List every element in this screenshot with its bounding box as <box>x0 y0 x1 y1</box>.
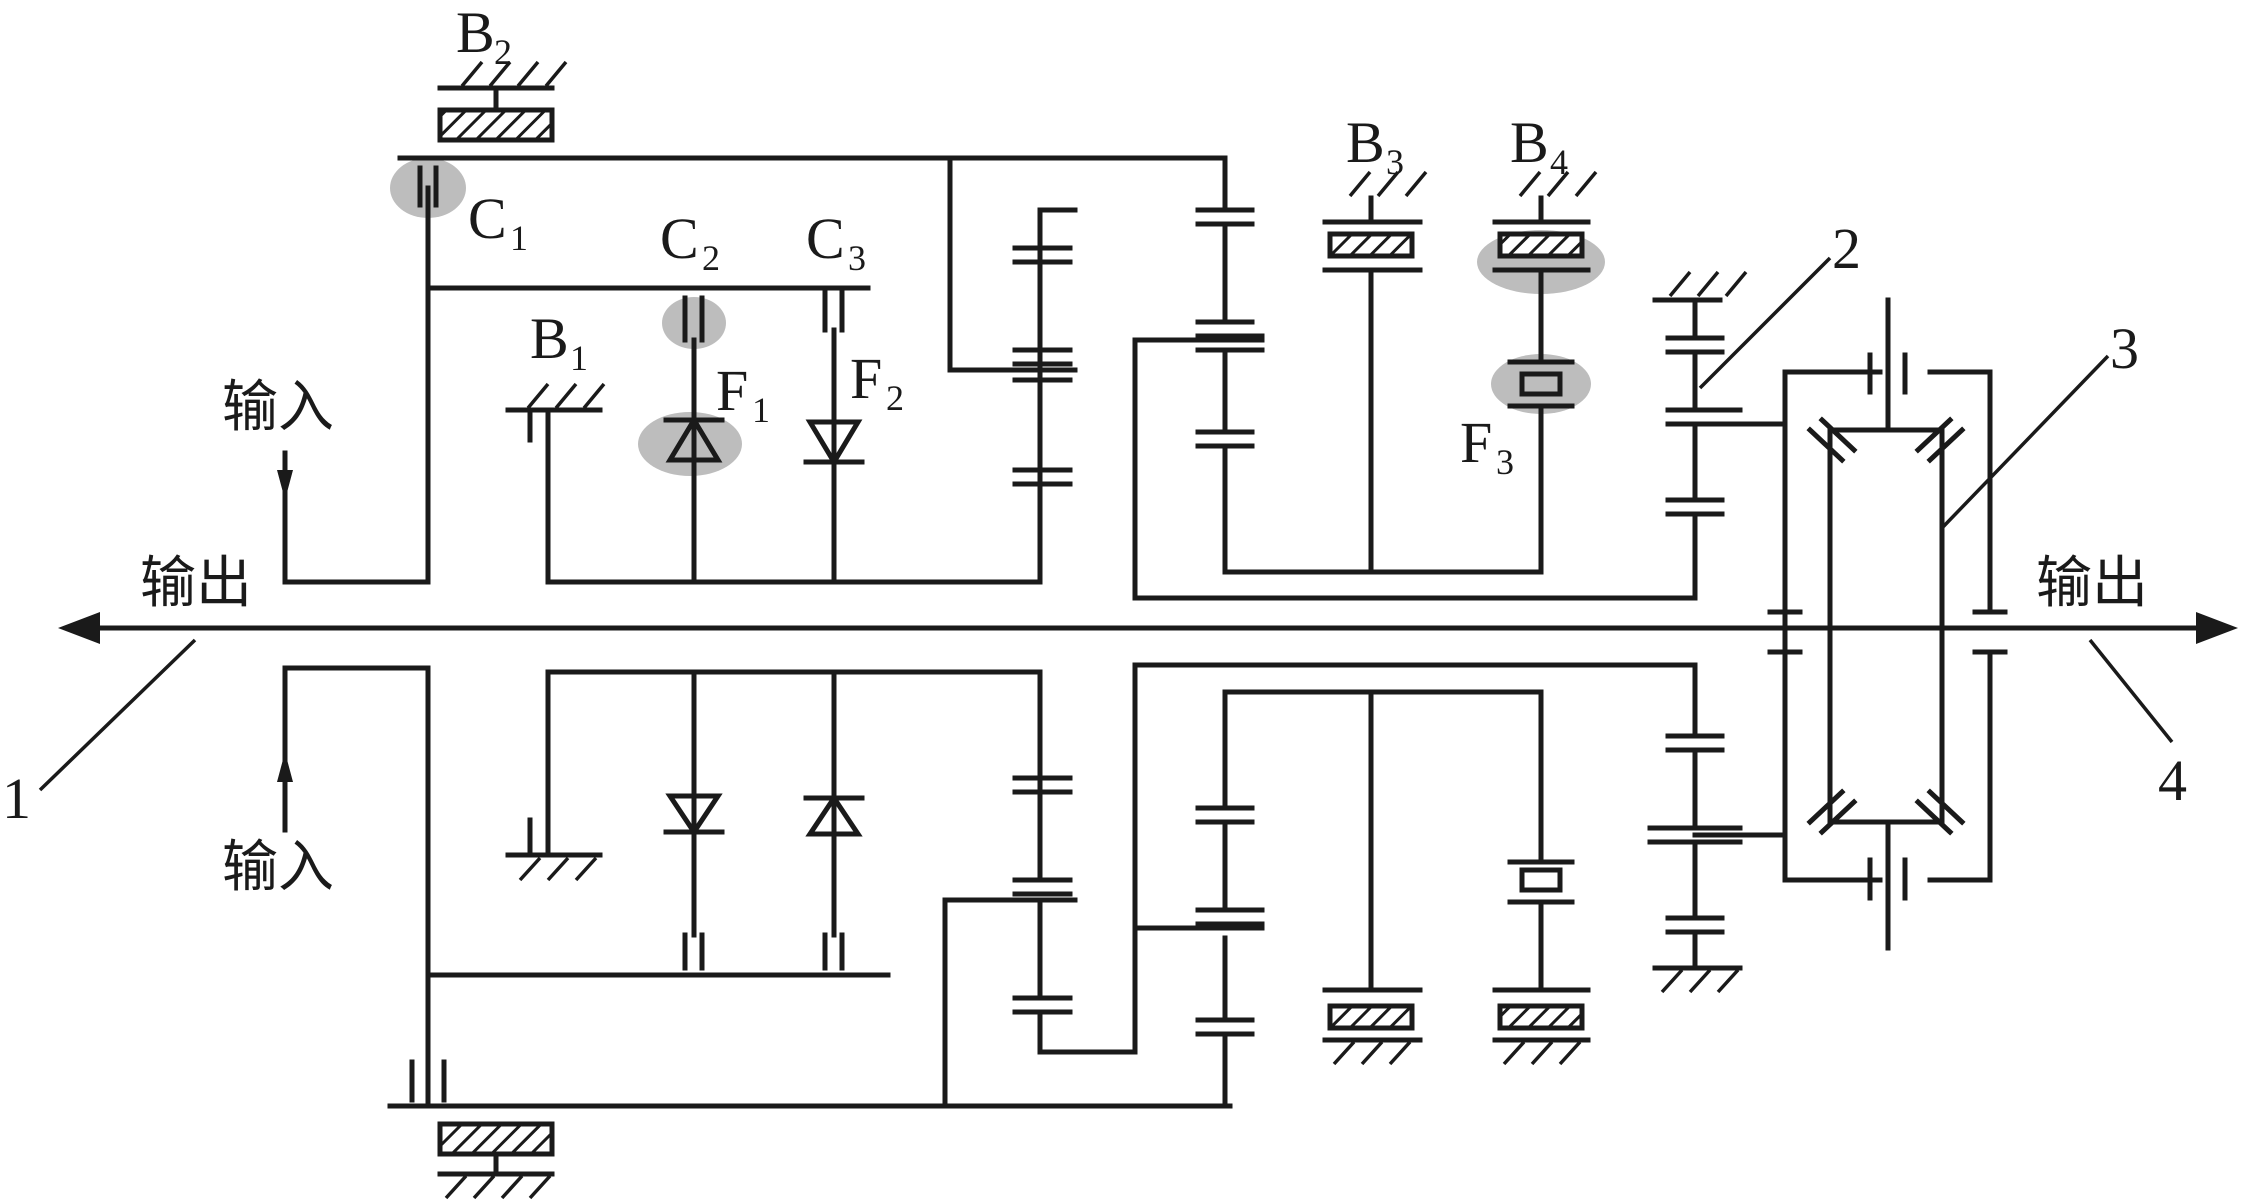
label-c2-sub: 2 <box>702 238 720 278</box>
callout-1: 1 <box>2 766 31 831</box>
label-b1: B <box>530 306 569 371</box>
label-f2-sub: 2 <box>886 378 904 418</box>
brake-b3-mirror <box>1327 1003 1415 1031</box>
oneway-f2-mirror-icon <box>805 793 863 837</box>
label-b2: B <box>456 0 495 65</box>
label-c1: C <box>468 186 507 251</box>
label-b2-sub: 2 <box>494 32 512 72</box>
label-b1-sub: 1 <box>570 338 588 378</box>
leader-lines <box>38 256 2174 792</box>
oneway-f3-icon <box>1519 371 1563 397</box>
callout-3: 3 <box>2110 316 2139 381</box>
oneway-f1-icon <box>665 415 723 463</box>
brake-b4-mirror <box>1497 1003 1585 1031</box>
highlight-f3 <box>1491 354 1591 414</box>
label-c1-sub: 1 <box>510 218 528 258</box>
label-f3: F <box>1460 410 1492 475</box>
label-b4: B <box>1510 110 1549 175</box>
label-b3: B <box>1346 110 1385 175</box>
oneway-f2-icon <box>805 419 863 467</box>
highlight-markers <box>390 158 1605 476</box>
highlight-c2 <box>662 297 726 349</box>
brake-b3 <box>1327 231 1415 259</box>
label-c3: C <box>806 206 845 271</box>
label-f1-sub: 1 <box>752 390 770 430</box>
callout-2: 2 <box>1832 216 1861 281</box>
label-b3-sub: 3 <box>1386 142 1404 182</box>
brake-b4 <box>1497 231 1585 259</box>
label-c2: C <box>660 206 699 271</box>
label-f2: F <box>850 346 882 411</box>
input-arrow-down-icon <box>277 470 293 500</box>
input-arrow-up-icon <box>277 752 293 782</box>
oneway-f1-mirror-icon <box>665 793 723 837</box>
upper-half <box>277 60 1788 601</box>
label-input-bottom: 输入 <box>222 835 334 900</box>
lower-half <box>277 662 1788 1200</box>
label-c3-sub: 3 <box>848 238 866 278</box>
label-f3-sub: 3 <box>1496 442 1514 482</box>
main-shaft <box>58 612 2238 644</box>
text-labels: B 2 C 1 C 2 C 3 B 1 F 1 F 2 B 3 B 4 F 3 … <box>2 0 2187 900</box>
output-arrow-right-icon <box>2196 612 2238 644</box>
label-input-top: 输入 <box>222 375 334 440</box>
label-f1: F <box>716 358 748 423</box>
label-b4-sub: 4 <box>1550 142 1568 182</box>
differential <box>1767 297 2008 951</box>
label-output-left: 输出 <box>140 551 252 616</box>
brake-b2 <box>437 107 555 143</box>
brake-b2-mirror <box>437 1121 555 1157</box>
output-arrow-left-icon <box>58 612 100 644</box>
oneway-f3-mirror-icon <box>1519 867 1563 893</box>
label-output-right: 输出 <box>2036 551 2148 616</box>
callout-4: 4 <box>2158 748 2187 813</box>
